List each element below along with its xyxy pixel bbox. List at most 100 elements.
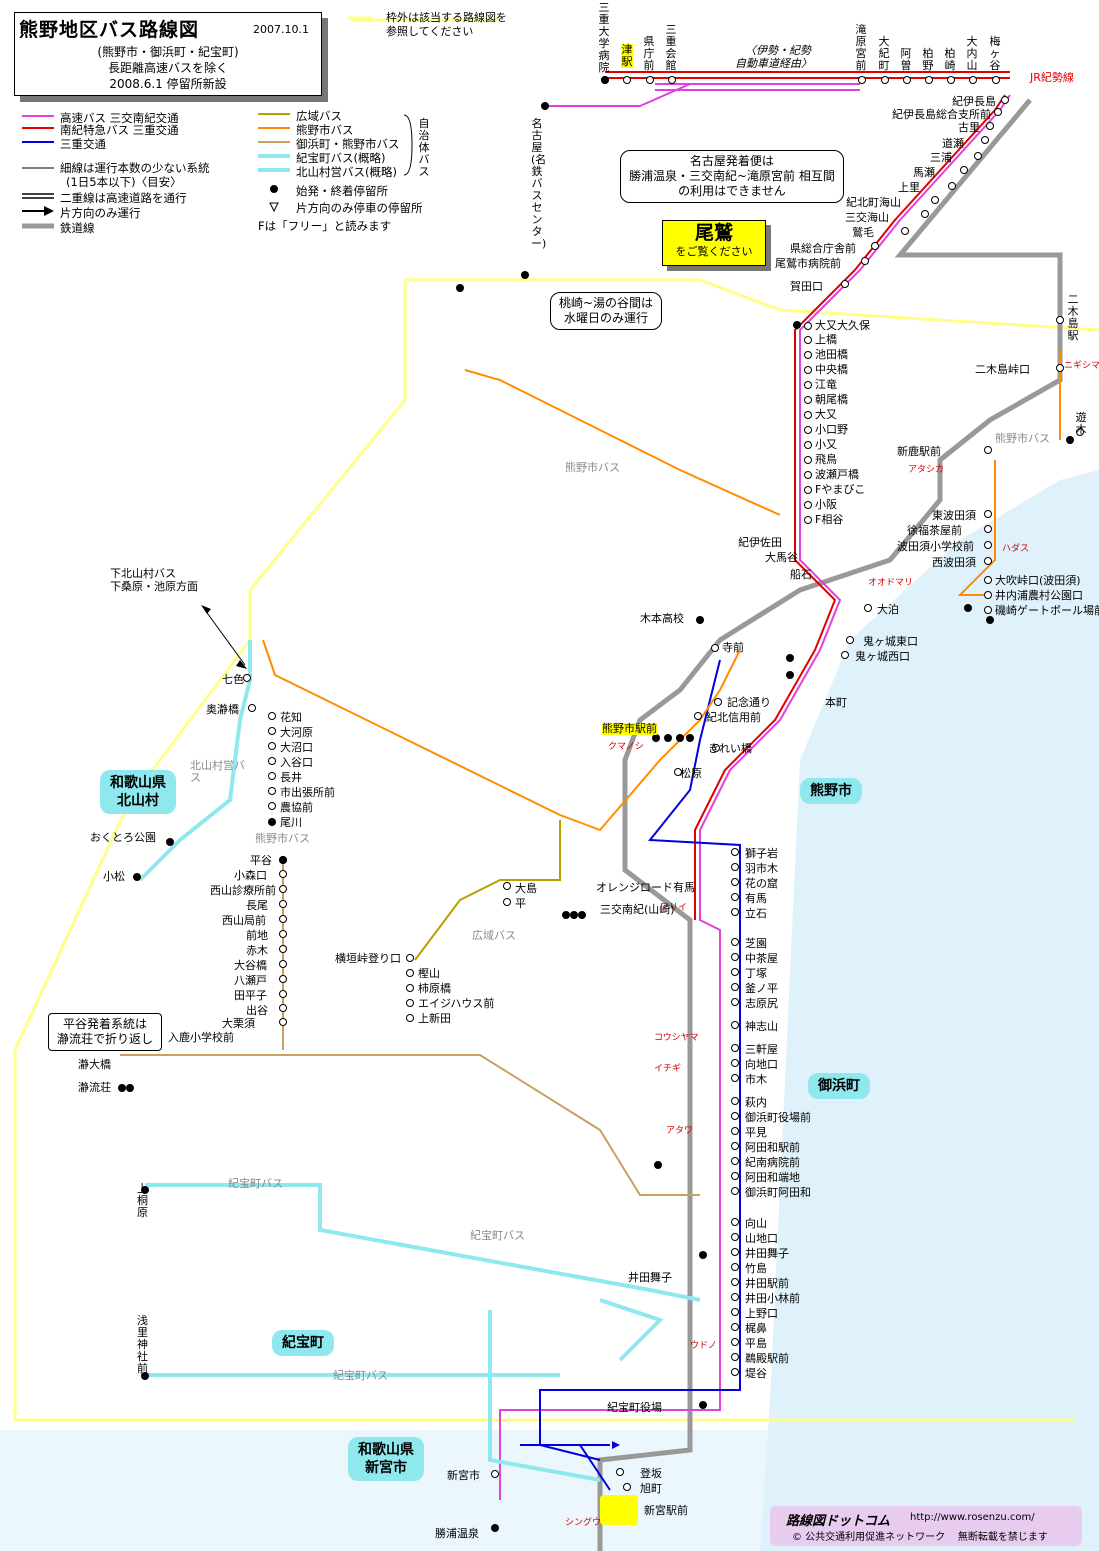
terminal-stop-node[interactable] xyxy=(652,734,660,742)
stop-node[interactable] xyxy=(248,704,256,712)
stop-node[interactable] xyxy=(804,516,812,524)
stop-shingu-shi[interactable]: 新宮市 xyxy=(447,1469,480,1482)
stop-node[interactable] xyxy=(994,108,1002,116)
stop-tokufuku[interactable]: 徐福茶屋前 xyxy=(907,524,962,537)
stop-kinan-byoin-mae[interactable]: 紀南病院前 xyxy=(745,1156,800,1169)
stop-node[interactable] xyxy=(279,990,287,998)
stop-node[interactable] xyxy=(931,196,939,204)
stop-node[interactable] xyxy=(947,76,955,84)
stop-node[interactable] xyxy=(804,456,812,464)
stop-okutoro[interactable]: おくとろ公園 xyxy=(90,831,156,844)
stop-node[interactable] xyxy=(731,1218,739,1226)
stop-node[interactable] xyxy=(731,1248,739,1256)
stop-dozeki[interactable]: 道瀬 xyxy=(942,137,964,150)
stop-node[interactable] xyxy=(731,1368,739,1376)
terminal-stop-node[interactable] xyxy=(578,911,586,919)
stop-node[interactable] xyxy=(731,1044,739,1052)
stop-kakitahara[interactable]: 柿原橋 xyxy=(418,982,451,995)
stop-node[interactable] xyxy=(279,915,287,923)
stop-node[interactable] xyxy=(268,712,276,720)
stop-mie-univ[interactable]: 三重大学病院 xyxy=(598,1,610,74)
stop-node[interactable] xyxy=(731,953,739,961)
rosenzu-url[interactable]: http://www.rosenzu.com/ xyxy=(910,1512,1035,1523)
stop-node[interactable] xyxy=(804,501,812,509)
stop-nishiyama[interactable]: 西山診療所前 xyxy=(210,884,276,897)
stop-mase[interactable]: 馬瀬 xyxy=(913,166,935,179)
stop-node[interactable] xyxy=(804,336,812,344)
stop-node[interactable] xyxy=(731,878,739,886)
stop-node[interactable] xyxy=(243,674,251,682)
stop-sanko-kaisan[interactable]: 三交海山 xyxy=(845,211,889,224)
stop-tsu[interactable]: 津駅 xyxy=(621,43,633,68)
stop-node[interactable] xyxy=(674,768,682,776)
stop-node[interactable] xyxy=(960,166,968,174)
stop-node[interactable] xyxy=(731,1278,739,1286)
stop-yokogakitoge[interactable]: 横垣峠登り口 xyxy=(335,952,401,965)
terminal-stop-node[interactable] xyxy=(456,284,464,292)
stop-kajihana[interactable]: 梶鼻 xyxy=(745,1322,767,1335)
stop-node[interactable] xyxy=(279,945,287,953)
stop-aikoku[interactable]: F相谷 xyxy=(815,513,844,526)
stop-node[interactable] xyxy=(668,76,676,84)
stop-nishihadasu[interactable]: 西波田須 xyxy=(932,556,976,569)
stop-node[interactable] xyxy=(731,983,739,991)
stop-node[interactable] xyxy=(731,1353,739,1361)
stop-otanihashi[interactable]: 大谷橋 xyxy=(234,959,267,972)
stop-nagoya[interactable]: 名古屋(名鉄バスセンター) xyxy=(531,117,547,250)
stop-node[interactable] xyxy=(731,938,739,946)
stop-node[interactable] xyxy=(711,644,719,652)
stop-node[interactable] xyxy=(731,1142,739,1150)
terminal-stop-node[interactable] xyxy=(699,1401,707,1409)
stop-node[interactable] xyxy=(984,541,992,549)
stop-node[interactable] xyxy=(984,606,992,614)
stop-node[interactable] xyxy=(1076,428,1084,436)
stop-node[interactable] xyxy=(841,651,849,659)
terminal-stop-node[interactable] xyxy=(570,911,578,919)
stop-node[interactable] xyxy=(279,900,287,908)
stop-omata[interactable]: 大又 xyxy=(815,408,837,421)
stop-kumano-eki[interactable]: 熊野市駅前 xyxy=(602,722,657,735)
stop-funaishi[interactable]: 船石 xyxy=(790,568,812,581)
stop-orange[interactable]: オレンジロード有馬 xyxy=(596,881,695,894)
stop-ida-school[interactable]: 井田駅前 xyxy=(745,1277,789,1290)
stop-umegatani[interactable]: 梅ヶ谷 xyxy=(989,35,1001,72)
stop-node[interactable] xyxy=(731,908,739,916)
stop-node[interactable] xyxy=(731,1021,739,1029)
stop-node[interactable] xyxy=(992,76,1000,84)
stop-onuma[interactable]: 大沼口 xyxy=(280,741,313,754)
terminal-stop-node[interactable] xyxy=(601,76,609,84)
stop-node[interactable] xyxy=(731,968,739,976)
stop-node[interactable] xyxy=(804,486,812,494)
stop-node[interactable] xyxy=(731,1323,739,1331)
stop-ida-kobayashi[interactable]: 井田小林前 xyxy=(745,1292,800,1305)
stop-node[interactable] xyxy=(1056,316,1064,324)
stop-node[interactable] xyxy=(268,787,276,795)
stop-kogino[interactable]: 小口野 xyxy=(815,423,848,436)
stop-node[interactable] xyxy=(731,1157,739,1165)
stop-node[interactable] xyxy=(279,885,287,893)
stop-kanagawa[interactable]: 花知 xyxy=(280,711,302,724)
stop-idamaiko[interactable]: 井田舞子 xyxy=(745,1247,789,1260)
terminal-stop-node[interactable] xyxy=(699,1251,707,1259)
stop-nakachaya[interactable]: 中茶屋 xyxy=(745,952,778,965)
stop-node[interactable] xyxy=(268,772,276,780)
stop-node[interactable] xyxy=(1056,364,1064,372)
stop-oguri[interactable]: 大栗須 xyxy=(222,1017,255,1030)
stop-node[interactable] xyxy=(731,1059,739,1067)
stop-miura[interactable]: 三浦 xyxy=(930,151,952,164)
stop-node[interactable] xyxy=(731,848,739,856)
stop-hirashima[interactable]: 平島 xyxy=(745,1337,767,1350)
stop-node[interactable] xyxy=(881,76,889,84)
stop-nobori[interactable]: 登坂 xyxy=(640,1467,662,1480)
stop-node[interactable] xyxy=(646,76,654,84)
stop-node[interactable] xyxy=(858,76,866,84)
stop-tateishi[interactable]: 立石 xyxy=(745,907,767,920)
terminal-stop-node[interactable] xyxy=(1066,436,1074,444)
stop-node[interactable] xyxy=(406,1014,414,1022)
stop-motomachi[interactable]: 本町 xyxy=(825,696,847,709)
stop-futagi[interactable]: 二木島駅 xyxy=(1067,293,1079,342)
stop-kamisato[interactable]: 上里 xyxy=(898,181,920,194)
stop-habuki[interactable]: 羽市木 xyxy=(745,862,778,875)
stop-node[interactable] xyxy=(974,152,982,160)
stop-node[interactable] xyxy=(921,210,929,218)
